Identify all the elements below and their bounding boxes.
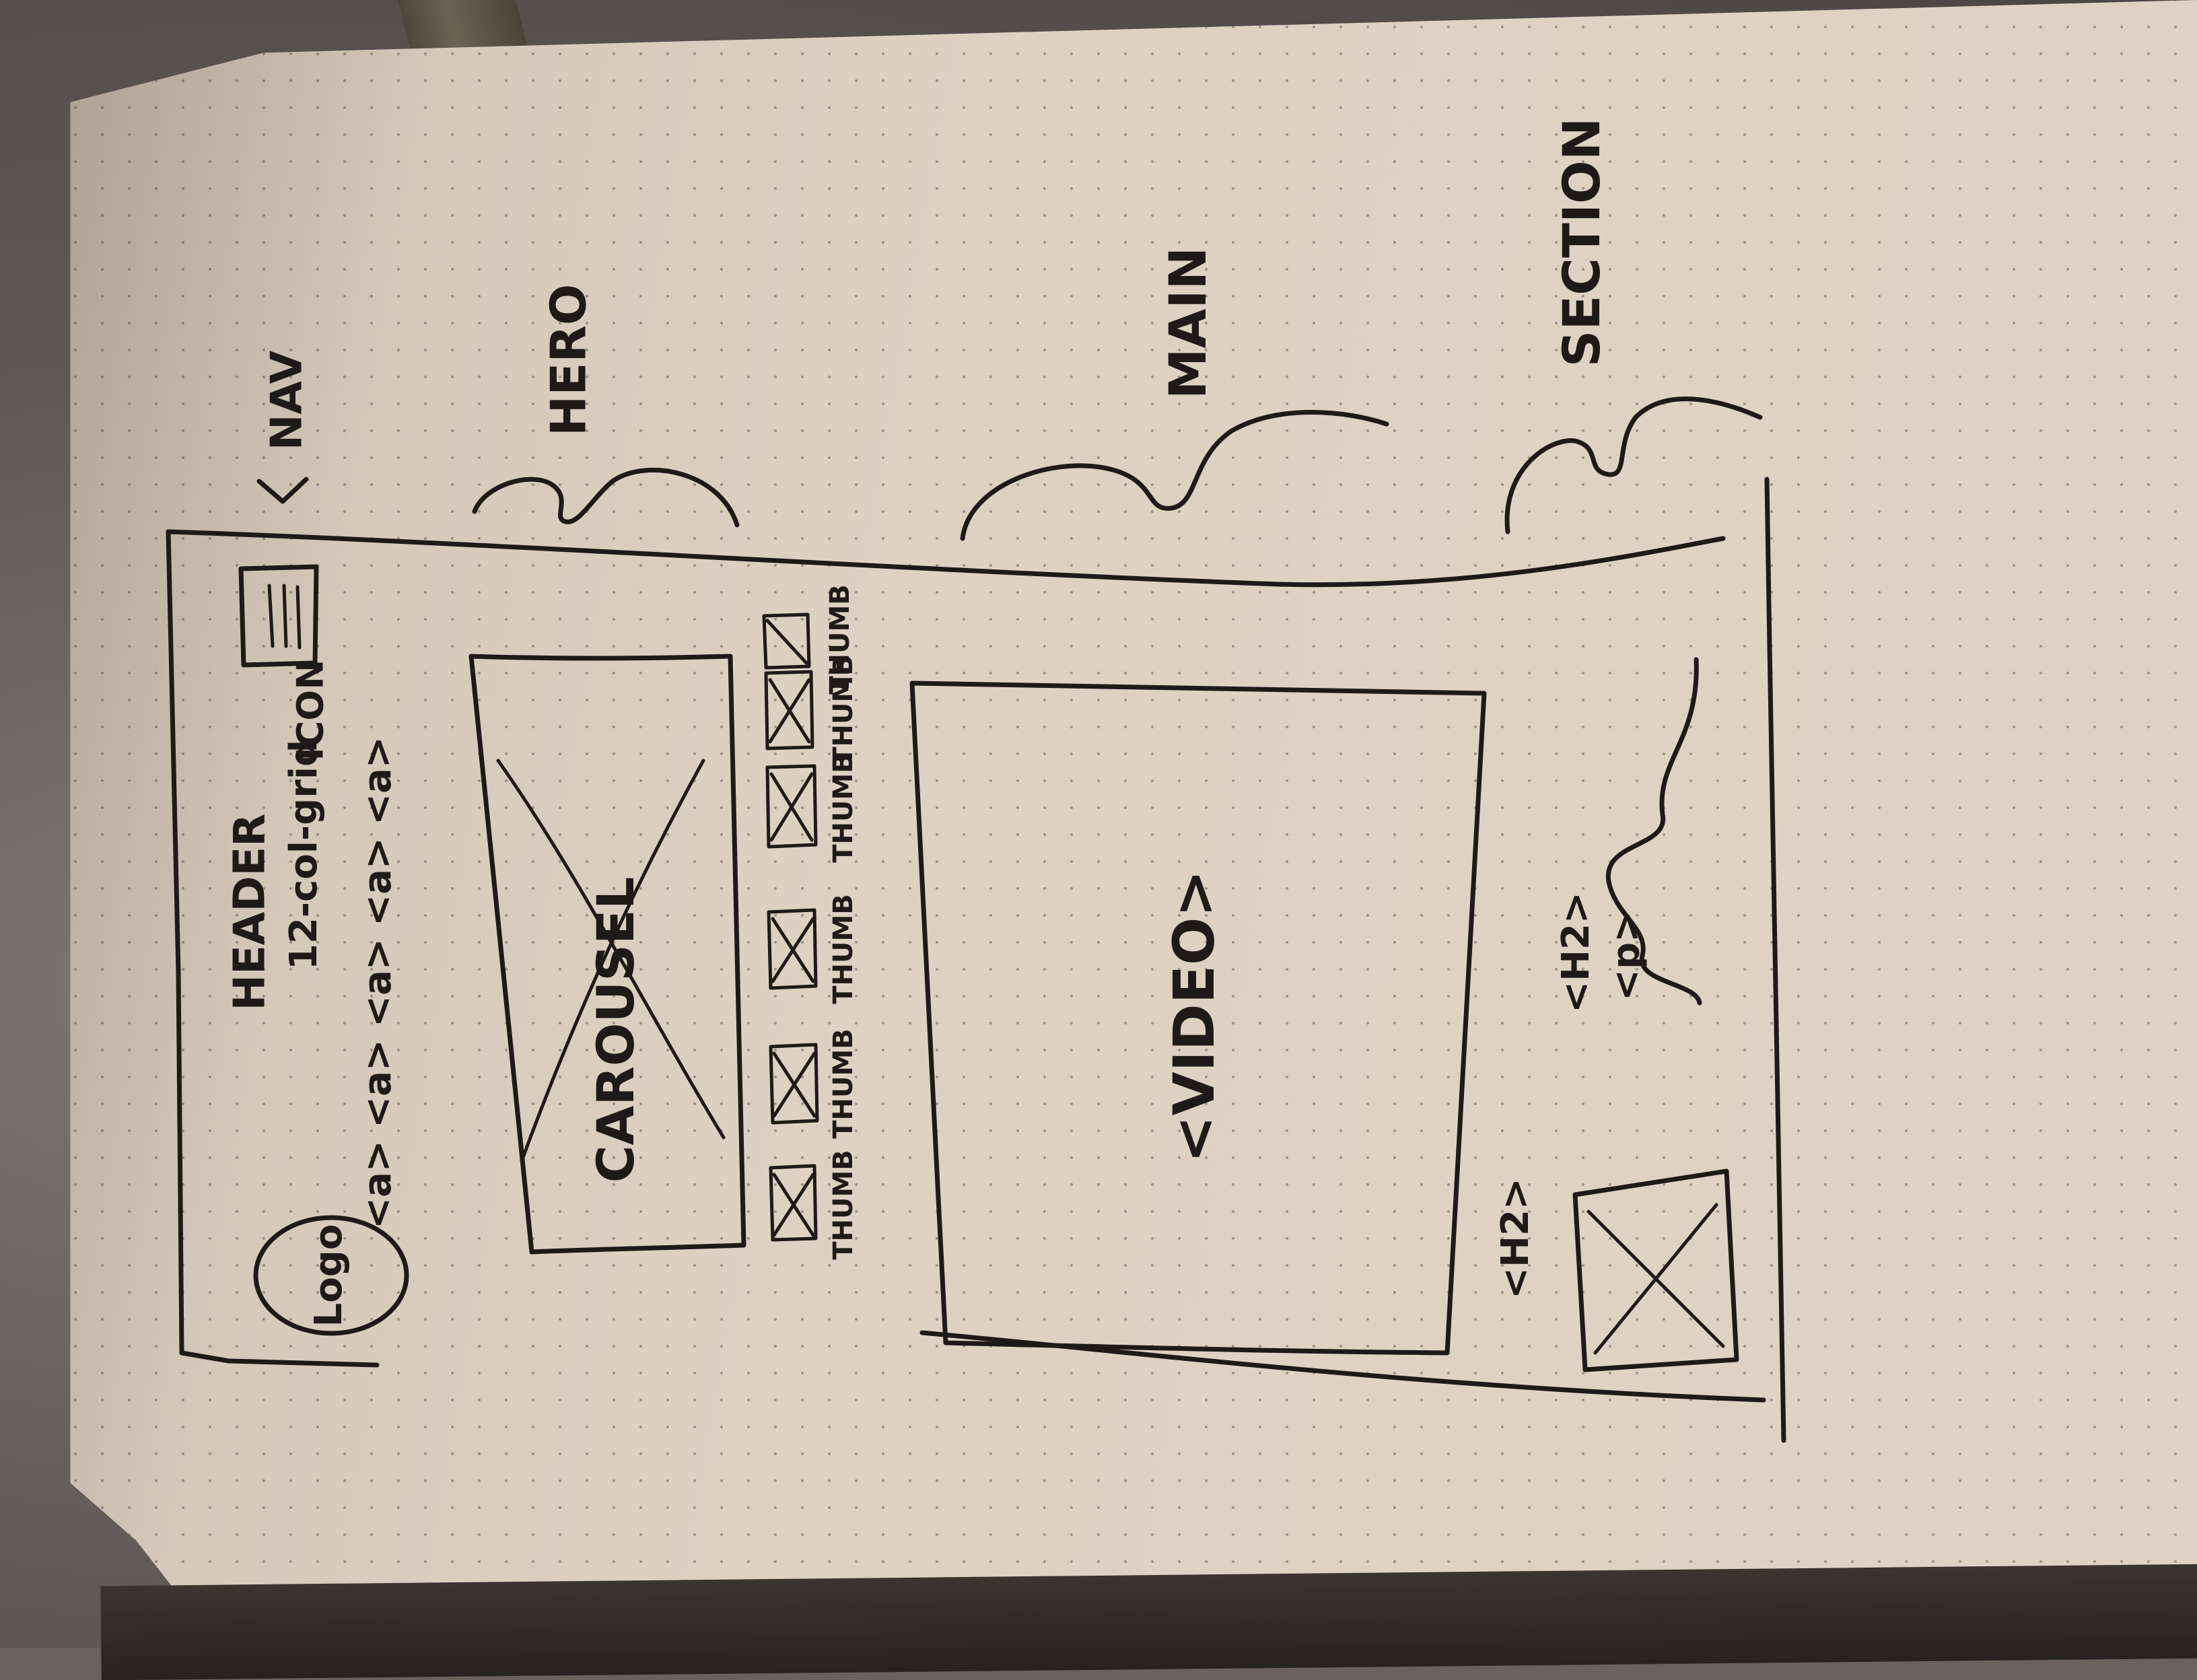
carousel-label: CAROUSEL <box>586 877 646 1183</box>
frame-top-line <box>166 529 1726 588</box>
nav-link: <a> <box>356 938 400 1027</box>
section-squiggle <box>1605 657 1702 1006</box>
thumbnail-label: THUMB <box>828 894 859 1004</box>
nav-link: <a> <box>356 736 400 825</box>
section-annotation-label: SECTION <box>1551 118 1611 368</box>
thumbnail-label: THUMB <box>825 584 856 695</box>
frame-right-edge <box>1764 477 1786 1443</box>
header-icon-label: ICON <box>289 660 332 761</box>
section-image <box>1572 1168 1739 1372</box>
section-annotation: SECTION <box>1504 118 1763 534</box>
thumbnail-label: THUMB <box>828 1028 859 1139</box>
thumbnail-row: THUMB THUMB THUMB THUMB THUMB THUMB <box>762 584 859 1260</box>
thumbnail-label: THUMB <box>828 655 859 765</box>
thumbnail: THUMB <box>769 1028 859 1139</box>
thumbnail: THUMB <box>762 584 856 695</box>
video-label: <VIDEO> <box>1161 870 1227 1163</box>
nav-link: <a> <box>356 1140 400 1229</box>
section-heading-right: <H2> <box>1554 892 1598 1013</box>
video-placeholder: <VIDEO> <box>909 680 1487 1356</box>
header-frame <box>166 529 380 1368</box>
carousel: CAROUSEL <box>468 654 746 1255</box>
nav-annotation: NAV <box>256 350 312 504</box>
main-annotation-label: MAIN <box>1158 247 1218 399</box>
nav-annotation-label: NAV <box>263 350 312 450</box>
hero-annotation: HERO <box>472 284 740 528</box>
nav-link: <a> <box>356 1039 400 1128</box>
logo-label: Logo <box>307 1224 351 1327</box>
main-annotation: MAIN <box>960 247 1389 541</box>
header-title: HEADER <box>225 814 275 1011</box>
thumbnail: THUMB <box>767 894 859 1004</box>
header-grid-label: 12-col-grid <box>282 740 326 970</box>
nav-link: <a> <box>356 837 400 926</box>
thumbnail: THUMB <box>764 655 859 765</box>
thumbnail-label: THUMB <box>828 753 859 863</box>
thumbnail: THUMB <box>765 753 859 863</box>
thumbnail: THUMB <box>769 1150 859 1260</box>
hamburger-icon <box>238 564 319 668</box>
logo-circle <box>253 1215 409 1336</box>
nav-links: <a> <a> <a> <a> <a> <box>356 736 400 1229</box>
thumbnail-label: THUMB <box>828 1150 859 1260</box>
logo: Logo <box>253 1215 409 1336</box>
hero-annotation-label: HERO <box>540 284 597 436</box>
section-heading-left: <H2> <box>1494 1178 1537 1299</box>
